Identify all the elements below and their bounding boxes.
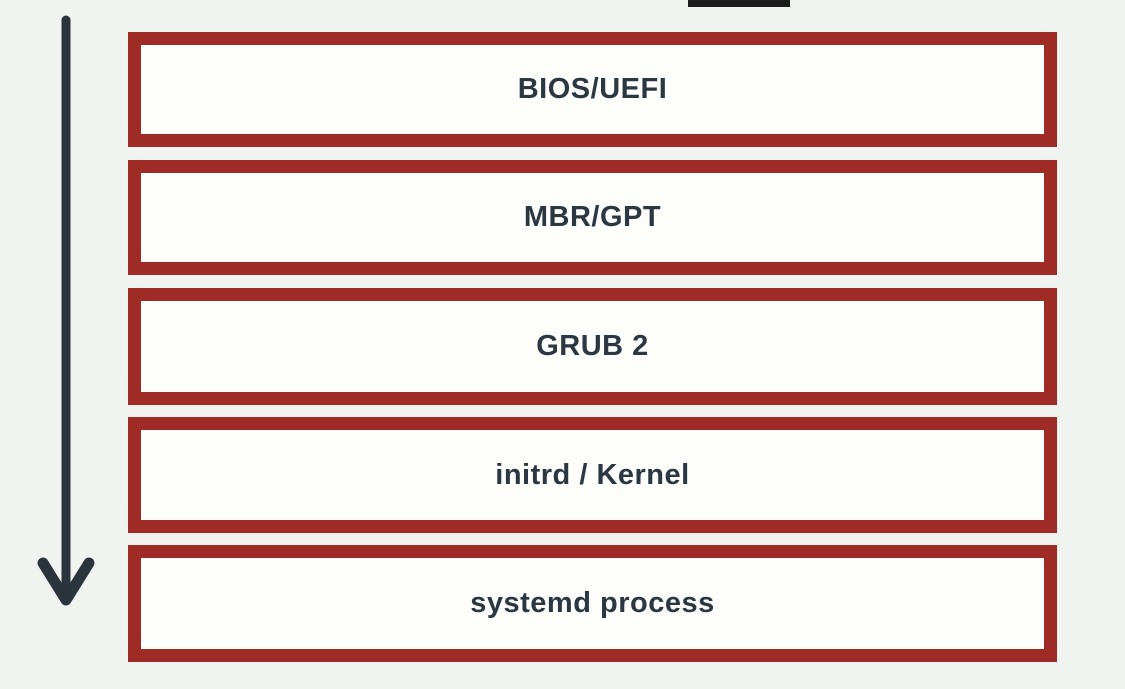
flow-box-label: systemd process: [470, 587, 715, 619]
cropped-top-bar: [688, 0, 790, 7]
flow-box-label: BIOS/UEFI: [517, 73, 668, 105]
flow-box-grub2: GRUB 2: [128, 288, 1057, 405]
flow-box-label: initrd / Kernel: [495, 458, 690, 491]
flow-box-systemd-process: systemd process: [128, 545, 1057, 662]
flow-box-mbr-gpt: MBR/GPT: [128, 160, 1057, 275]
flow-box-label: GRUB 2: [536, 330, 649, 362]
down-arrow-icon: [37, 15, 95, 606]
flow-box-bios-uefi: BIOS/UEFI: [128, 32, 1057, 147]
flow-box-label: MBR/GPT: [523, 201, 662, 233]
flow-box-initrd-kernel: initrd / Kernel: [128, 417, 1057, 533]
